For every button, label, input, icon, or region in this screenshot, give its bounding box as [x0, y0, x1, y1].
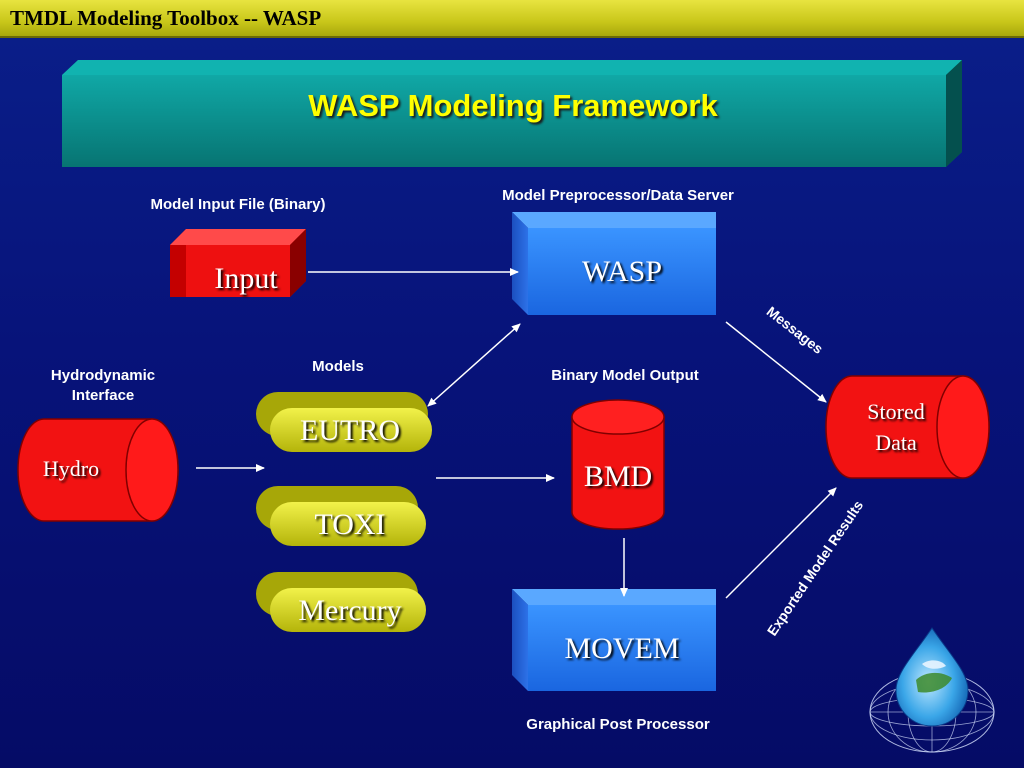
node-stored-2: Data [875, 430, 917, 455]
label-hydro-interface-2: Interface [71, 387, 135, 404]
label-preprocessor: Model Preprocessor/Data Server [502, 187, 734, 204]
eutro-pill [256, 392, 432, 452]
node-wasp: WASP [581, 255, 663, 288]
header-title: TMDL Modeling Toolbox -- WASP [10, 6, 322, 30]
label-models: Models [312, 358, 364, 375]
label-hydro-interface-1: Hydrodynamic [50, 367, 156, 384]
node-toxi: TOXI [314, 508, 386, 541]
banner-title: WASP Modeling Framework [308, 88, 718, 123]
label-input-file: Model Input File (Binary) [150, 196, 326, 213]
node-stored-1: Stored [867, 399, 925, 424]
wasp-box [512, 212, 716, 315]
hydro-cylinder [17, 418, 179, 522]
water-drop-globe-logo [869, 627, 995, 753]
node-eutro: EUTRO [300, 414, 400, 447]
node-bmd: BMD [583, 460, 653, 493]
node-mercury: Mercury [298, 594, 402, 627]
stored-data-cylinder [825, 375, 990, 479]
arrow-wasp-to-stored [725, 321, 827, 403]
arrow-wasp-eutro [427, 323, 521, 407]
label-post-processor: Graphical Post Processor [526, 716, 710, 733]
bmd-cylinder [571, 399, 665, 530]
label-binary-output: Binary Model Output [551, 367, 699, 384]
header-bar: TMDL Modeling Toolbox -- WASP [0, 0, 1024, 38]
mercury-pill [256, 572, 426, 632]
node-hydro: Hydro [42, 456, 100, 481]
banner [62, 60, 962, 167]
node-input: Input [214, 262, 278, 295]
input-box [170, 229, 306, 297]
node-movem: MOVEM [564, 632, 680, 665]
movem-box [512, 589, 716, 691]
toxi-pill [256, 486, 426, 546]
arrow-movem-to-stored [725, 487, 837, 599]
